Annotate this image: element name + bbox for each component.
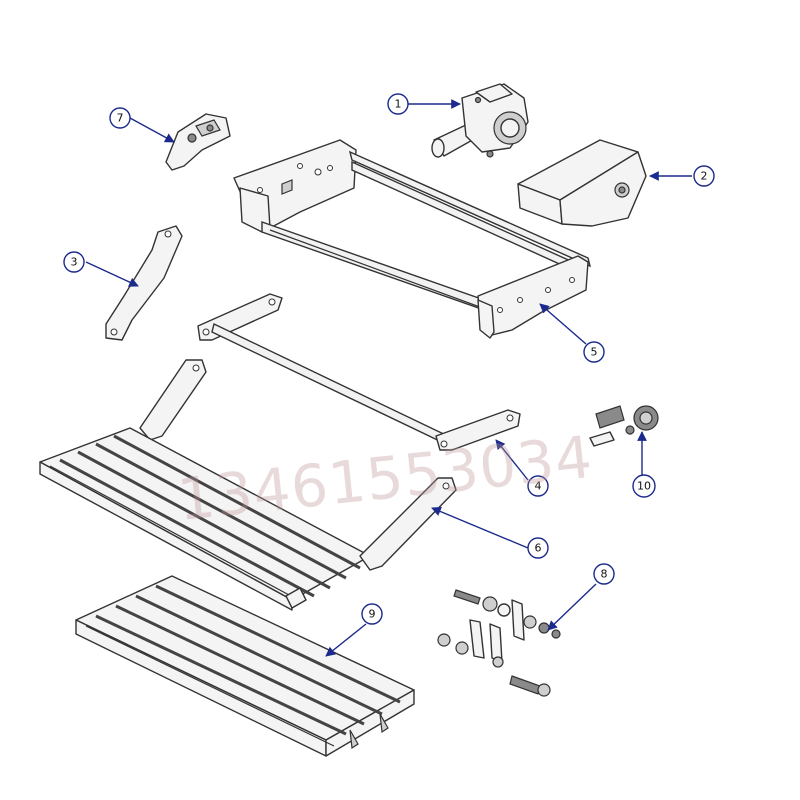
callout-1: 1 (387, 93, 409, 115)
callout-4-label: 4 (535, 480, 542, 493)
callout-8: 8 (593, 563, 615, 585)
callout-10-label: 10 (637, 480, 651, 493)
callout-3-label: 3 (71, 256, 78, 269)
callout-9-label: 9 (369, 608, 376, 621)
part-3-link-arm (105, 225, 183, 341)
part-7-bracket (165, 113, 231, 171)
watermark-text: 13461553034 (174, 423, 596, 534)
callout-5: 5 (583, 341, 605, 363)
callout-2: 2 (693, 165, 715, 187)
callout-1-label: 1 (395, 98, 402, 111)
callout-4: 4 (527, 475, 549, 497)
part-10-connector (589, 405, 659, 447)
callout-6: 6 (527, 537, 549, 559)
part-9-tread-plate (75, 575, 415, 757)
part-8-hardware (437, 589, 561, 697)
callout-2-label: 2 (701, 170, 708, 183)
callout-6-label: 6 (535, 542, 542, 555)
part-5-mounting-frame (233, 139, 592, 339)
callout-3: 3 (63, 251, 85, 273)
leader-lines (85, 99, 692, 657)
callout-5-label: 5 (591, 346, 598, 359)
part-6-step-frame (39, 359, 457, 611)
callout-7: 7 (109, 107, 131, 129)
callout-9: 9 (361, 603, 383, 625)
callout-10: 10 (632, 474, 656, 498)
callout-8-label: 8 (601, 568, 608, 581)
part-2-control-box (517, 139, 647, 227)
callout-7-label: 7 (117, 112, 124, 125)
part-4-cross-rod (197, 293, 521, 451)
part-1-motor (431, 83, 529, 158)
